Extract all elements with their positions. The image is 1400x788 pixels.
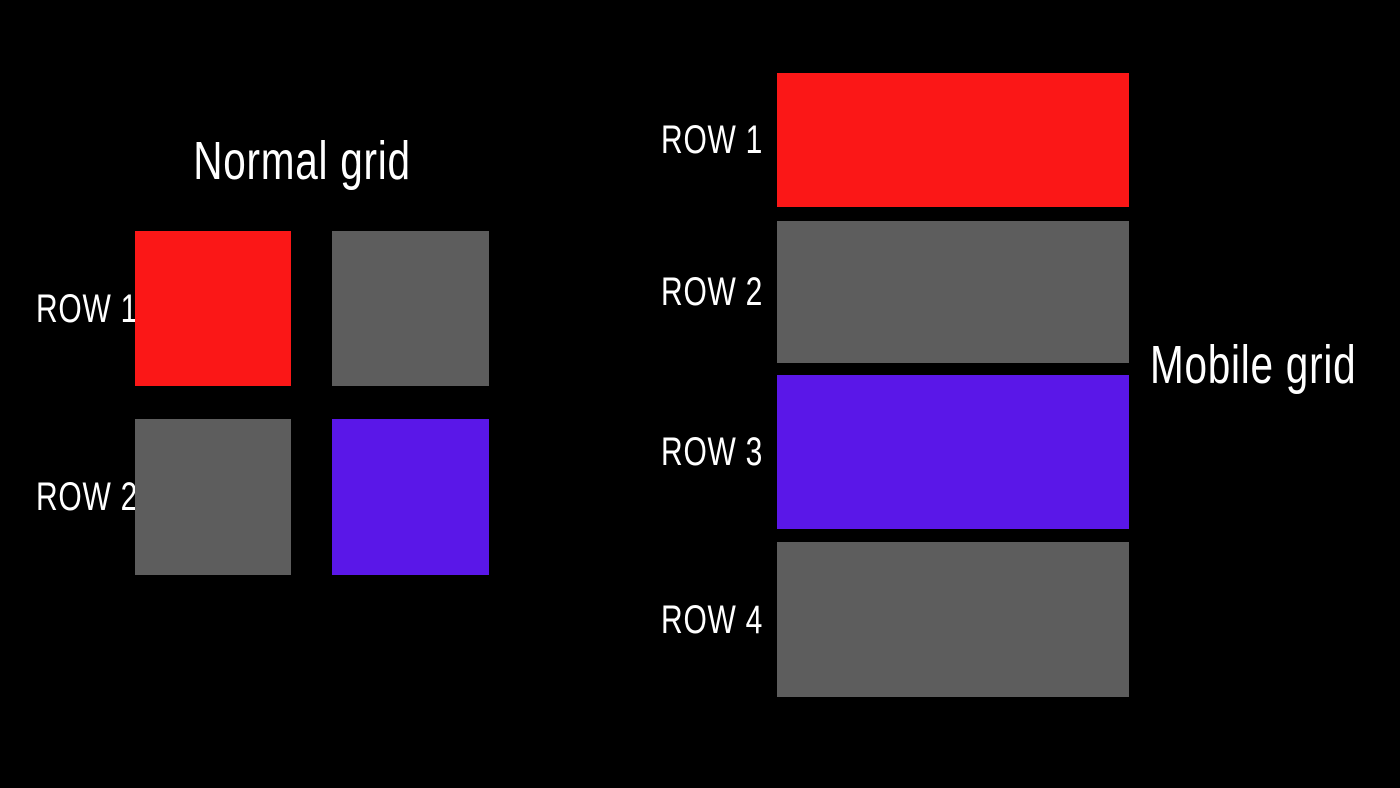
normal-grid-row2-label-text: ROW 2 [36,475,139,519]
mobile-grid-bar-row1-red [777,73,1129,207]
normal-grid-cell-row2-col1-gray [135,419,291,575]
normal-grid-cell-row1-col2-gray [332,231,489,386]
normal-grid-title: Normal grid [122,131,482,191]
normal-grid-title-text: Normal grid [193,131,411,191]
normal-grid-row1-label: ROW 1 [36,231,156,386]
mobile-grid-bar-row4-gray [777,542,1129,697]
normal-grid-section: Normal grid ROW 1 ROW 2 [0,0,640,788]
mobile-grid-title: Mobile grid [1150,335,1400,395]
normal-grid-cell-row2-col2-purple [332,419,489,575]
mobile-grid-row1-label-text: ROW 1 [660,118,763,162]
mobile-grid-row3-label-text: ROW 3 [660,430,763,474]
mobile-grid-row4-label-text: ROW 4 [660,597,763,642]
normal-grid-row1-label-text: ROW 1 [36,286,139,331]
normal-grid-row2-label: ROW 2 [36,419,156,575]
mobile-grid-row4-label: ROW 4 [600,542,763,697]
mobile-grid-row1-label: ROW 1 [600,73,763,207]
mobile-grid-row2-label-text: ROW 2 [660,270,763,314]
normal-grid-cell-row1-col1-red [135,231,291,386]
mobile-grid-row3-label: ROW 3 [600,375,763,529]
mobile-grid-row2-label: ROW 2 [600,221,763,363]
mobile-grid-section: ROW 1 ROW 2 ROW 3 ROW 4 Mobile grid [600,73,1356,697]
mobile-grid-title-text: Mobile grid [1150,335,1357,395]
mobile-grid-bar-row3-purple [777,375,1129,529]
mobile-grid-bar-row2-gray [777,221,1129,363]
